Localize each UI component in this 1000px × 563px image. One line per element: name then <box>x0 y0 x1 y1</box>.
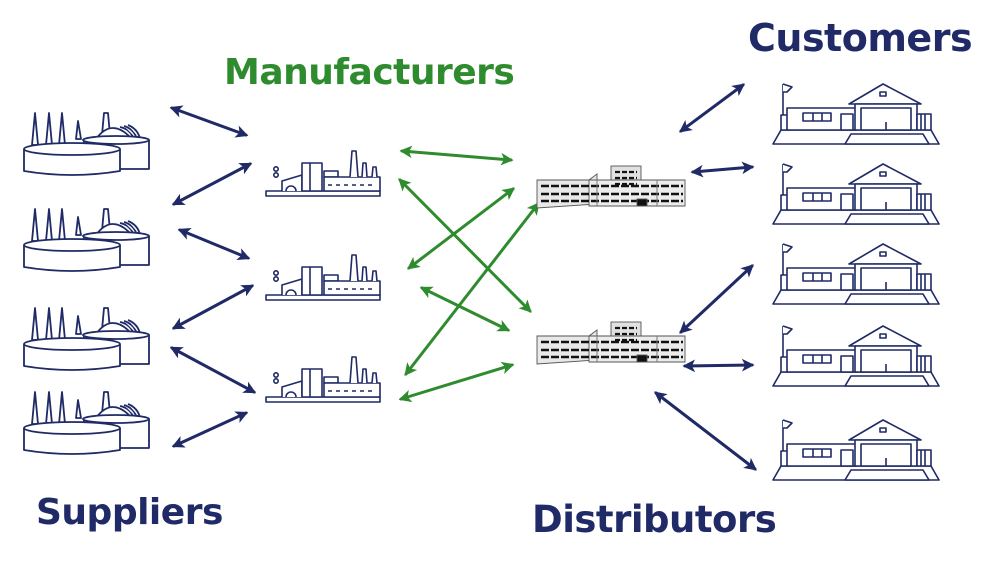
house-icon <box>772 243 940 305</box>
customers-heading: Customers <box>748 16 973 60</box>
double-arrow-manufacturer-3-to-distributor-1 <box>404 202 540 376</box>
power-plant-icon <box>23 307 150 371</box>
suppliers-heading: Suppliers <box>36 492 223 533</box>
double-arrow-manufacturer-1-to-distributor-1 <box>399 145 514 166</box>
house-icon <box>772 325 940 387</box>
double-arrow-distributor-2-to-customer-3 <box>679 264 754 334</box>
house-icon <box>772 163 940 225</box>
double-arrow-supplier-2-to-manufacturer-2 <box>177 228 251 260</box>
power-plant-icon <box>23 391 150 455</box>
power-plant-icon <box>23 208 150 272</box>
house-icon <box>772 83 940 145</box>
double-arrow-supplier-4-to-manufacturer-3 <box>171 411 249 448</box>
factory-icon <box>265 254 381 301</box>
double-arrow-distributor-1-to-customer-2 <box>690 161 755 178</box>
double-arrow-supplier-3-to-manufacturer-3 <box>169 346 257 394</box>
nodes-layer <box>23 83 940 481</box>
power-plant-icon <box>23 112 150 176</box>
double-arrow-distributor-2-to-customer-4 <box>682 358 755 373</box>
factory-icon <box>265 150 381 197</box>
double-arrow-distributor-2-to-customer-5 <box>654 391 757 471</box>
links-layer <box>169 83 757 471</box>
manufacturers-heading: Manufacturers <box>224 52 515 93</box>
factory-icon <box>265 356 381 403</box>
double-arrow-manufacturer-1-to-distributor-2 <box>398 178 532 313</box>
double-arrow-manufacturer-3-to-distributor-2 <box>398 361 515 403</box>
house-icon <box>772 419 940 481</box>
warehouse-building-icon <box>535 164 687 210</box>
warehouse-building-icon <box>535 320 687 366</box>
double-arrow-distributor-1-to-customer-1 <box>678 83 746 133</box>
double-arrow-supplier-2-to-manufacturer-1 <box>171 162 253 206</box>
distributors-heading: Distributors <box>532 498 777 541</box>
double-arrow-supplier-1-to-manufacturer-1 <box>169 105 249 138</box>
double-arrow-manufacturer-2-to-distributor-2 <box>419 286 511 332</box>
double-arrow-supplier-3-to-manufacturer-2 <box>171 284 255 330</box>
